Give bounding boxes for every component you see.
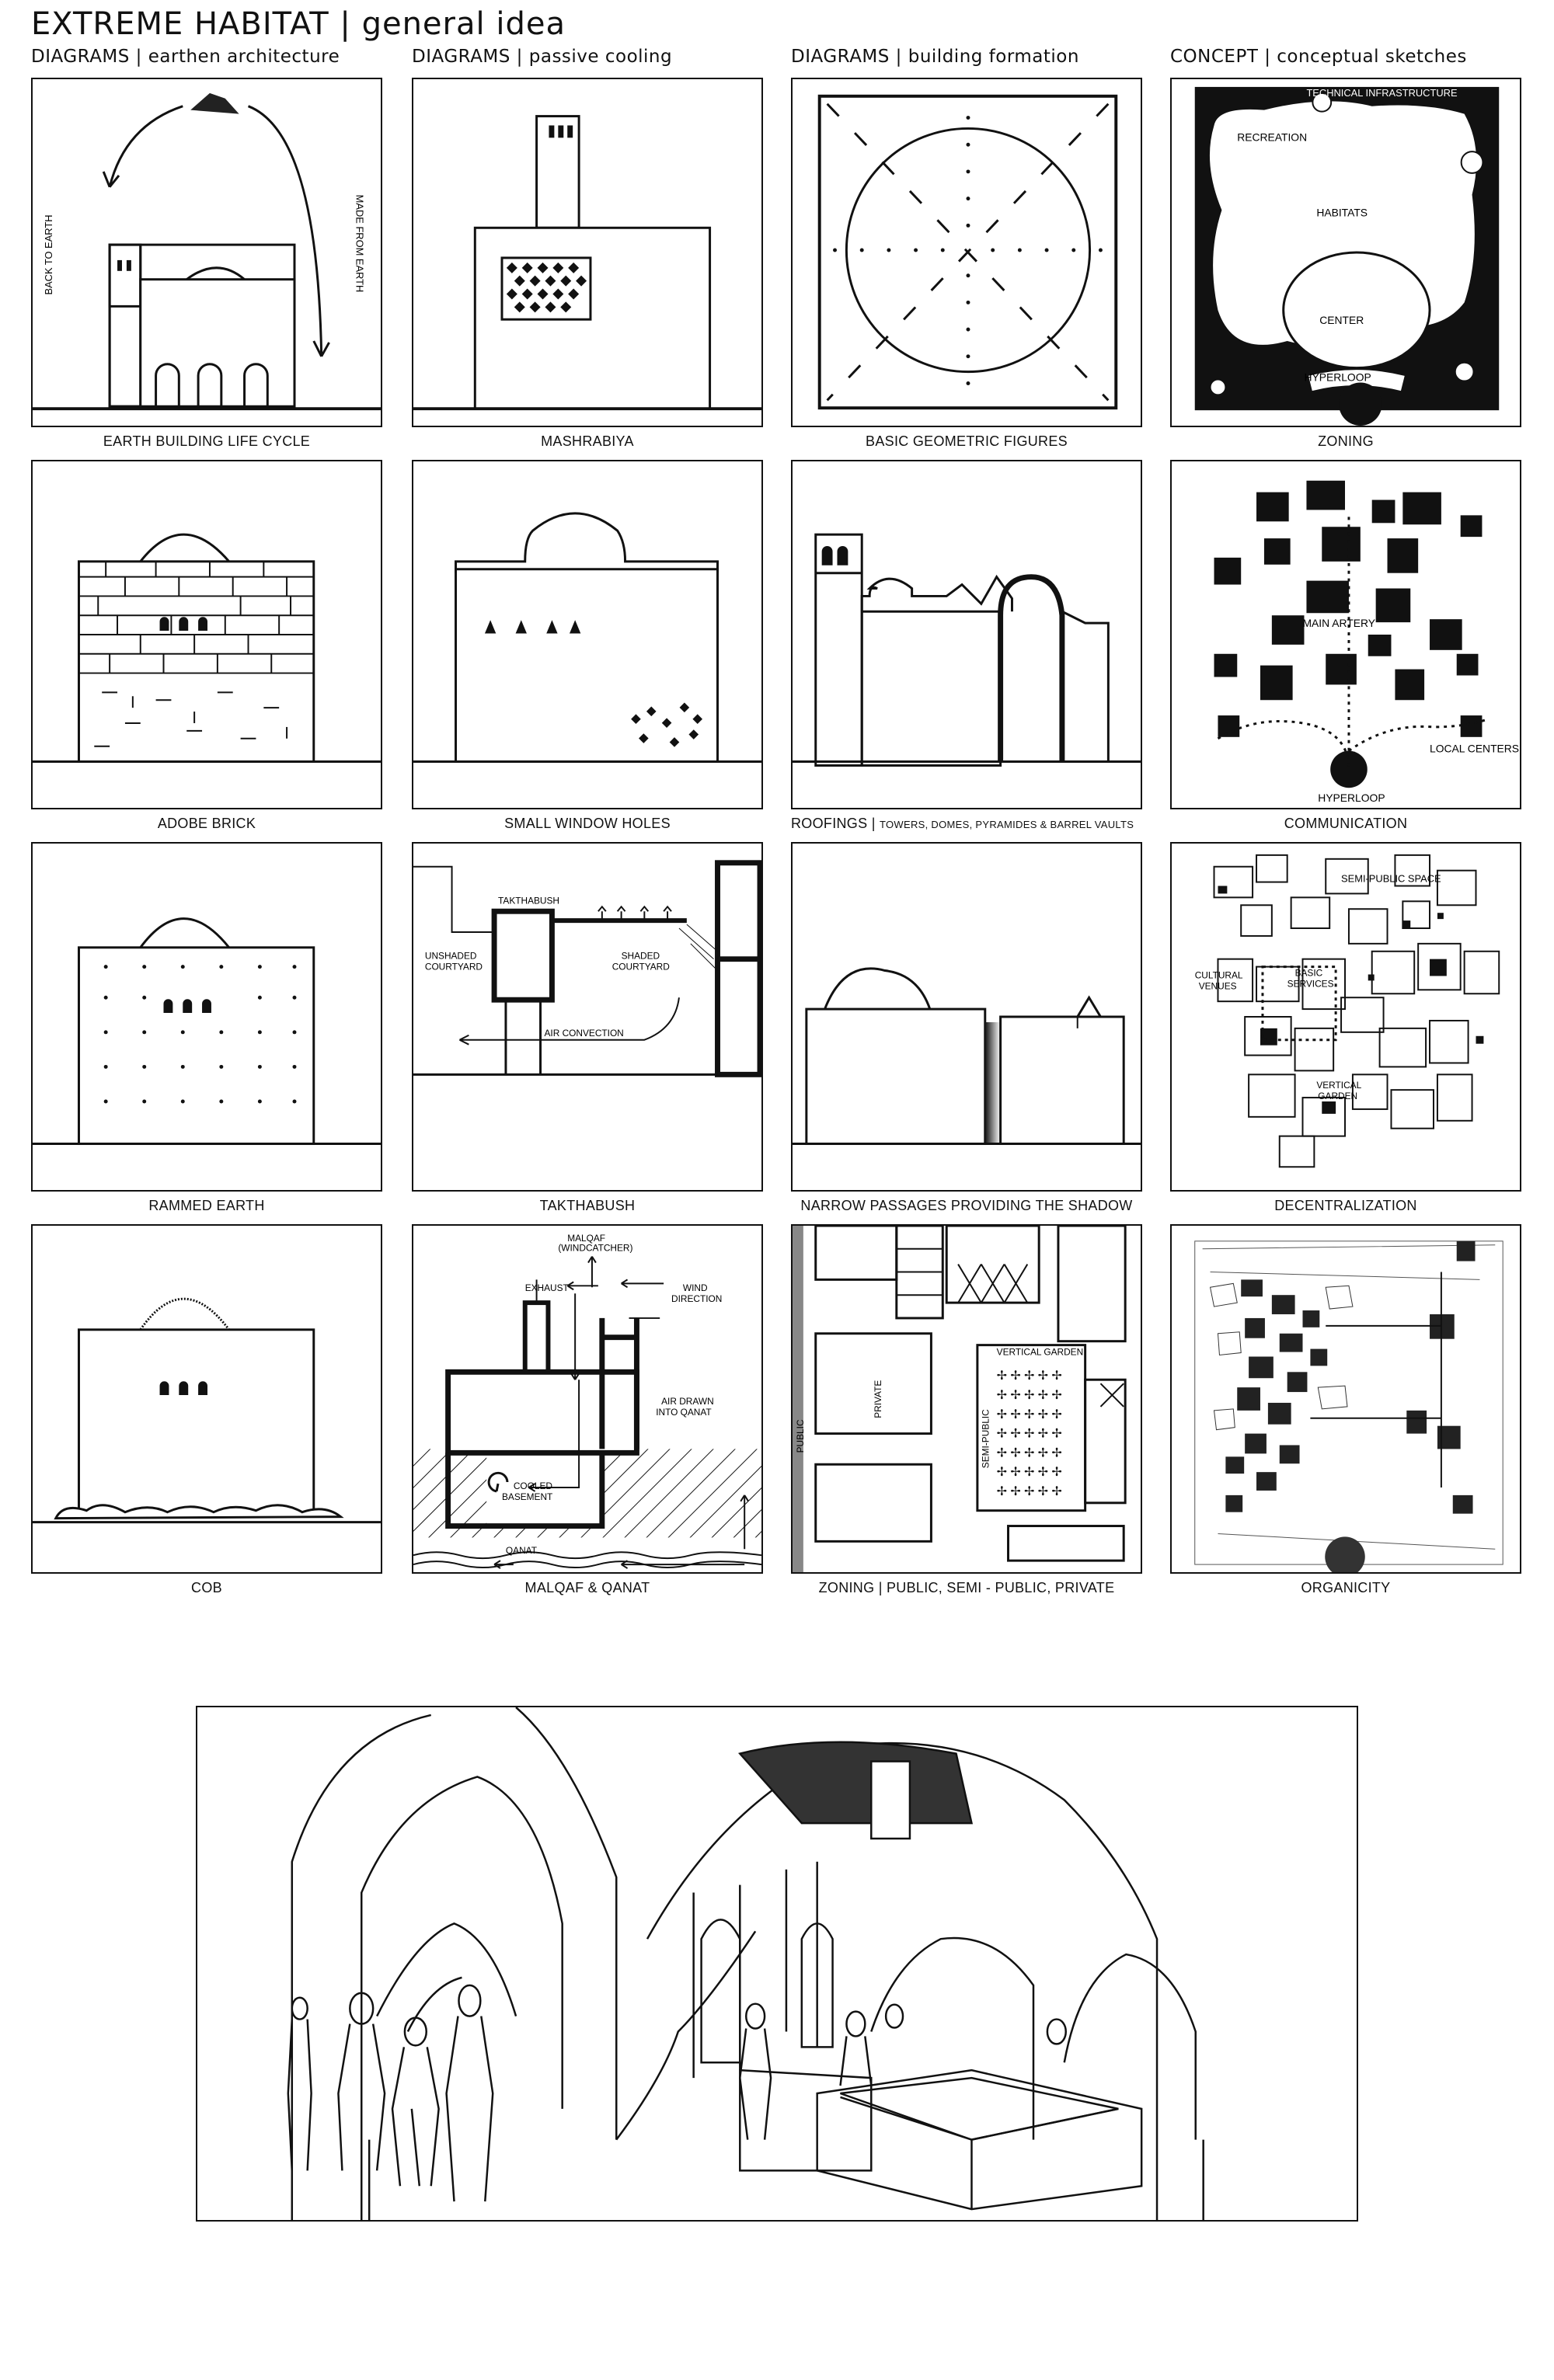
svg-text:✢ ✢ ✢ ✢ ✢: ✢ ✢ ✢ ✢ ✢ xyxy=(997,1466,1062,1479)
panel-zoning: TECHNICAL INFRASTRUCTURE RECREATION HABI… xyxy=(1170,78,1521,427)
vertical-garden-zoning-label: VERTICAL GARDEN xyxy=(997,1347,1084,1358)
caption-basic-geometric-figures: BASIC GEOMETRIC FIGURES xyxy=(866,433,1068,449)
panel-communication: MAIN ARTERY LOCAL CENTERS HYPERLOOP xyxy=(1170,460,1521,809)
caption-roofings-main: ROOFINGS | xyxy=(791,816,880,831)
column-heading-earthen: DIAGRAMS | earthen architecture xyxy=(31,47,340,67)
svg-text:✢ ✢ ✢ ✢ ✢: ✢ ✢ ✢ ✢ ✢ xyxy=(997,1408,1062,1421)
svg-text:✢ ✢ ✢ ✢ ✢: ✢ ✢ ✢ ✢ ✢ xyxy=(997,1369,1062,1383)
caption-decentralization: DECENTRALIZATION xyxy=(1274,1198,1417,1213)
public-label: PUBLIC xyxy=(795,1419,806,1453)
caption-roofings: ROOFINGS | TOWERS, DOMES, PYRAMIDES & BA… xyxy=(791,816,1179,832)
column-heading-formation: DIAGRAMS | building formation xyxy=(791,47,1079,67)
malqaf-label-1: MALQAF xyxy=(567,1233,605,1244)
caption-communication: COMMUNICATION xyxy=(1284,816,1408,831)
panel-small-window-holes xyxy=(412,460,763,809)
page-title: EXTREME HABITAT | general idea xyxy=(31,6,566,42)
air-drawn-label-1: AIR DRAWN xyxy=(661,1396,714,1407)
semi-public-space-label: SEMI-PUBLIC SPACE xyxy=(1341,873,1441,885)
panel-roofings xyxy=(791,460,1142,809)
back-to-earth-label: BACK TO EARTH xyxy=(43,214,54,294)
caption-zoning-public-private: ZONING | PUBLIC, SEMI - PUBLIC, PRIVATE xyxy=(818,1580,1115,1595)
caption-earth-building-life-cycle: EARTH BUILDING LIFE CYCLE xyxy=(103,433,311,449)
wind-direction-label-2: DIRECTION xyxy=(671,1293,722,1304)
svg-text:✢ ✢ ✢ ✢ ✢: ✢ ✢ ✢ ✢ ✢ xyxy=(997,1389,1062,1402)
habitats-label: HABITATS xyxy=(1316,206,1368,218)
column-heading-cooling: DIAGRAMS | passive cooling xyxy=(412,47,673,67)
caption-rammed-earth: RAMMED EARTH xyxy=(148,1198,265,1213)
vertical-garden-label-1: VERTICAL xyxy=(1316,1080,1361,1091)
panel-takthabush: TAKTHABUSH UNSHADED COURTYARD SHADED COU… xyxy=(412,842,763,1192)
hyperloop-label: HYPERLOOP xyxy=(1304,371,1371,384)
caption-adobe-brick: ADOBE BRICK xyxy=(157,816,256,831)
panel-basic-geometric-figures xyxy=(791,78,1142,427)
svg-text:✢ ✢ ✢ ✢ ✢: ✢ ✢ ✢ ✢ ✢ xyxy=(997,1428,1062,1441)
made-from-earth-label: MADE FROM EARTH xyxy=(354,195,365,293)
takthabush-label: TAKTHABUSH xyxy=(498,895,559,906)
wind-direction-label-1: WIND xyxy=(683,1282,708,1293)
cultural-venues-label-2: VENUES xyxy=(1199,980,1237,991)
unshaded-courtyard-label-2: COURTYARD xyxy=(425,962,483,973)
exhaust-label: EXHAUST xyxy=(525,1282,569,1293)
basic-services-label-1: BASIC xyxy=(1295,967,1323,978)
local-centers-label: LOCAL CENTERS xyxy=(1430,743,1519,755)
recreation-label: RECREATION xyxy=(1237,130,1307,143)
panel-decentralization: SEMI-PUBLIC SPACE CULTURAL VENUES BASIC … xyxy=(1170,842,1521,1192)
caption-malqaf-qanat: MALQAF & QANAT xyxy=(524,1580,650,1595)
cooled-basement-label-2: BASEMENT xyxy=(502,1491,552,1502)
panel-adobe-brick xyxy=(31,460,382,809)
caption-organicity: ORGANICITY xyxy=(1301,1580,1391,1595)
technical-infrastructure-label: TECHNICAL INFRASTRUCTURE xyxy=(1306,87,1457,99)
panel-organicity xyxy=(1170,1224,1521,1574)
center-label: CENTER xyxy=(1319,314,1364,326)
hyperloop-communication-label: HYPERLOOP xyxy=(1318,792,1385,804)
column-heading-concept: CONCEPT | conceptual sketches xyxy=(1170,47,1467,67)
panel-narrow-passages xyxy=(791,842,1142,1192)
cooled-basement-label-1: COOLED xyxy=(514,1481,552,1491)
panel-earth-building-life-cycle: BACK TO EARTH MADE FROM EARTH xyxy=(31,78,382,427)
main-artery-label: MAIN ARTERY xyxy=(1302,617,1375,629)
caption-mashrabiya: MASHRABIYA xyxy=(541,433,634,449)
caption-cob: COB xyxy=(191,1580,222,1595)
vertical-garden-label-2: GARDEN xyxy=(1318,1091,1357,1101)
panel-mashrabiya xyxy=(412,78,763,427)
svg-text:✢ ✢ ✢ ✢ ✢: ✢ ✢ ✢ ✢ ✢ xyxy=(997,1485,1062,1498)
caption-roofings-types: TOWERS, DOMES, PYRAMIDES & BARREL VAULTS xyxy=(879,819,1134,830)
caption-narrow-passages: NARROW PASSAGES PROVIDING THE SHADOW xyxy=(800,1198,1133,1213)
air-drawn-label-2: INTO QANAT xyxy=(656,1407,711,1418)
caption-zoning: ZONING xyxy=(1318,433,1374,449)
panel-cob xyxy=(31,1224,382,1574)
panel-zoning-public-private: ✢ ✢ ✢ ✢ ✢ ✢ ✢ ✢ ✢ ✢ ✢ ✢ ✢ ✢ ✢ ✢ ✢ ✢ ✢ ✢ ✢ ✢ … xyxy=(791,1224,1142,1574)
cultural-venues-label-1: CULTURAL xyxy=(1195,969,1243,980)
panel-malqaf-qanat: MALQAF (WINDCATCHER) EXHAUST WIND DIRECT… xyxy=(412,1224,763,1574)
svg-text:✢ ✢ ✢ ✢ ✢: ✢ ✢ ✢ ✢ ✢ xyxy=(997,1446,1062,1460)
shaded-courtyard-label-1: SHADED xyxy=(622,951,660,962)
shaded-courtyard-label-2: COURTYARD xyxy=(612,962,670,973)
semi-public-label: SEMI-PUBLIC xyxy=(981,1409,991,1468)
basic-services-label-2: SERVICES xyxy=(1287,978,1334,989)
perspective-sketch xyxy=(196,1706,1358,2222)
malqaf-label-2: (WINDCATCHER) xyxy=(558,1243,632,1254)
caption-small-window-holes: SMALL WINDOW HOLES xyxy=(504,816,671,831)
qanat-label: QANAT xyxy=(506,1545,537,1556)
air-convection-label: AIR CONVECTION xyxy=(544,1028,623,1039)
unshaded-courtyard-label-1: UNSHADED xyxy=(425,951,477,962)
panel-rammed-earth xyxy=(31,842,382,1192)
caption-takthabush: TAKTHABUSH xyxy=(539,1198,636,1213)
private-label: PRIVATE xyxy=(873,1380,883,1418)
